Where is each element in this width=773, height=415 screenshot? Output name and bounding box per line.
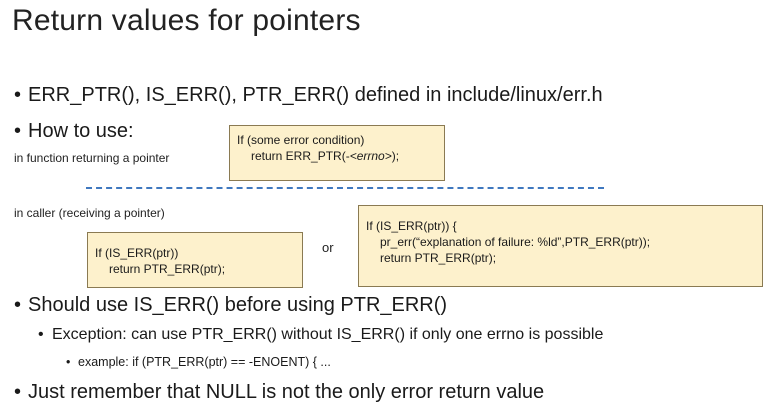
code-box-return-err-ptr: If (some error condition) return ERR_PTR…	[229, 125, 445, 181]
bullet-dot: •	[38, 326, 44, 343]
bullet-use-is-err: • Should use IS_ERR() before using PTR_ER…	[14, 294, 447, 317]
bullet-text: Should use IS_ERR() before using PTR_ERR…	[28, 294, 448, 316]
code-text: );	[391, 149, 400, 163]
code-line: If (some error condition)	[237, 133, 365, 147]
bullet-dot: •	[14, 381, 22, 403]
bullet-dot: •	[66, 355, 71, 369]
bullet-err-functions: • ERR_PTR(), IS_ERR(), PTR_ERR() defined …	[14, 84, 603, 107]
bullet-text: example: if (PTR_ERR(ptr) == -ENOENT) { …	[78, 355, 331, 369]
bullet-dot: •	[14, 84, 22, 106]
section-divider	[86, 187, 604, 189]
subbullet-exception: • Exception: can use PTR_ERR() without IS…	[38, 326, 603, 344]
bullet-text: How to use:	[28, 120, 134, 142]
code-line: pr_err(“explanation of failure: %ld”,PTR…	[380, 235, 651, 249]
label-or: or	[322, 240, 334, 255]
code-line: return PTR_ERR(ptr);	[109, 262, 226, 276]
bullet-text: ERR_PTR(), IS_ERR(), PTR_ERR() defined i…	[28, 84, 603, 106]
bullet-text: Exception: can use PTR_ERR() without IS_…	[52, 326, 604, 343]
bullet-text: Just remember that NULL is not the only …	[28, 381, 545, 403]
code-line: If (IS_ERR(ptr))	[95, 246, 179, 260]
slide-title: Return values for pointers	[12, 4, 361, 37]
code-text: return ERR_PTR(-	[251, 149, 350, 163]
code-box-caller-simple: If (IS_ERR(ptr)) return PTR_ERR(ptr);	[87, 232, 303, 288]
code-box-caller-pr-err: If (IS_ERR(ptr)) { pr_err(“explanation o…	[358, 205, 763, 287]
bullet-dot: •	[14, 120, 22, 142]
label-function-returning: in function returning a pointer	[14, 151, 170, 165]
bullet-how-to-use: • How to use:	[14, 120, 134, 143]
code-line: return ERR_PTR(-<errno>);	[237, 148, 444, 164]
bullet-null-not-only: • Just remember that NULL is not the only…	[14, 381, 544, 404]
code-text-italic: <errno>	[349, 149, 392, 163]
label-caller: in caller (receiving a pointer)	[14, 206, 165, 220]
bullet-dot: •	[14, 294, 22, 316]
code-line: If (IS_ERR(ptr)) {	[366, 219, 457, 233]
subsubbullet-example: • example: if (PTR_ERR(ptr) == -ENOENT) {…	[66, 355, 331, 369]
code-line: return PTR_ERR(ptr);	[380, 251, 497, 265]
